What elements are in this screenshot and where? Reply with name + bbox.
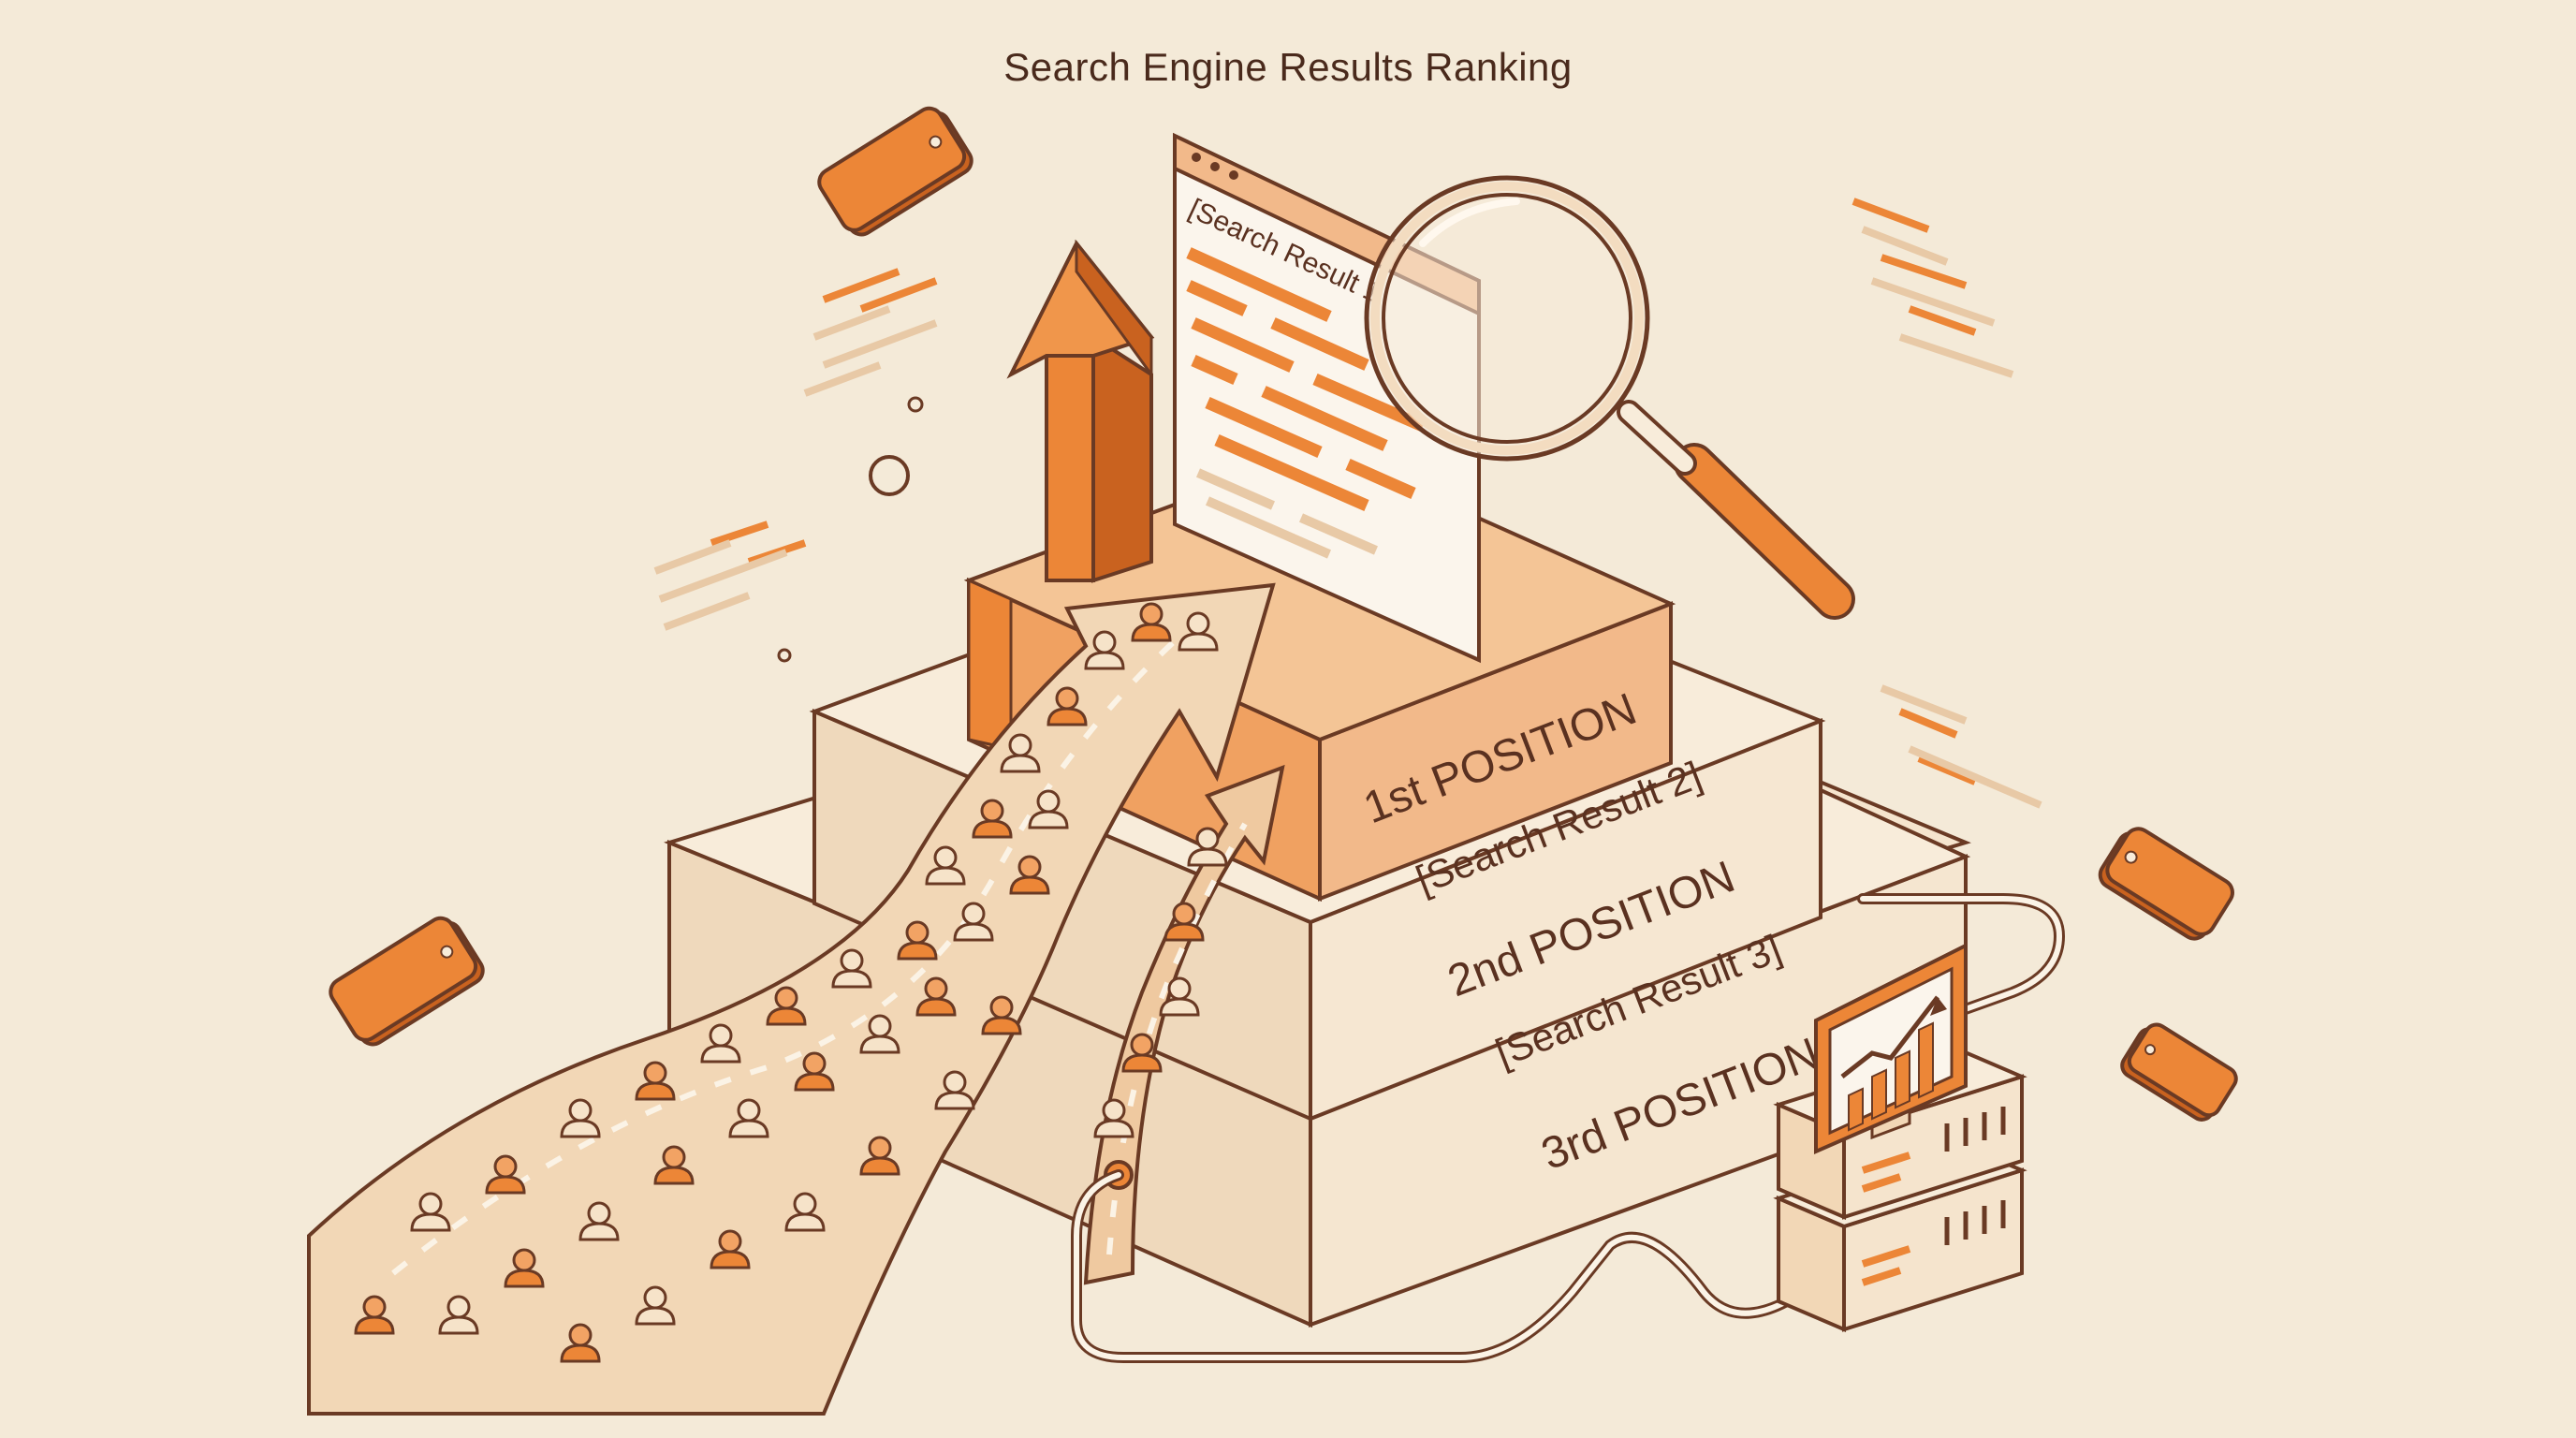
monitor-chart-icon (1814, 942, 1968, 1155)
diagram-title: Search Engine Results Ranking (1003, 45, 1573, 89)
magnifier-icon (1364, 175, 1855, 620)
up-arrow-icon (1006, 239, 1155, 583)
user-traffic-path (307, 582, 1285, 1416)
tag-icon (329, 106, 2238, 1122)
decorative-code-lines (653, 198, 2042, 809)
